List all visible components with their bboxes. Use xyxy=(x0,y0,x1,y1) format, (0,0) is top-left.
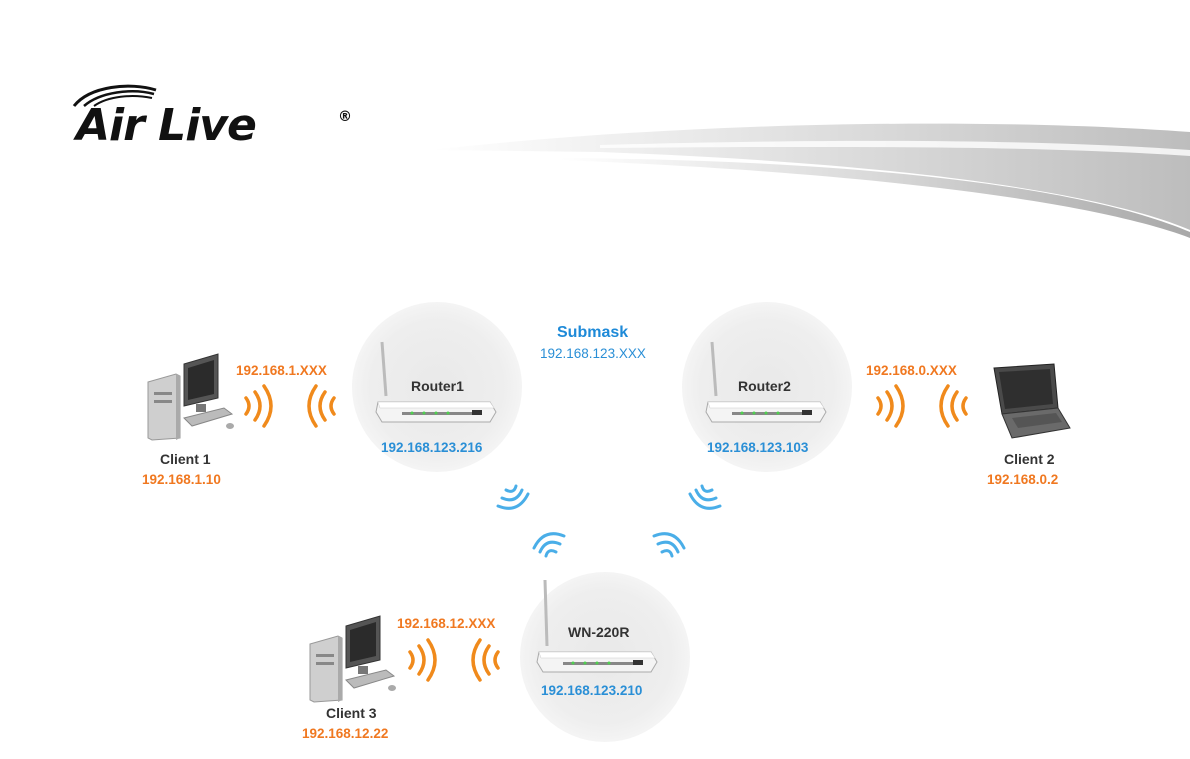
submask-title: Submask xyxy=(557,324,628,342)
client3-wave-right-icon xyxy=(410,640,435,680)
client1-name: Client 1 xyxy=(160,451,211,467)
link-router1-down-wave-icon xyxy=(498,486,528,508)
client2-subnet: 192.168.0.XXX xyxy=(866,363,957,378)
client3-subnet: 192.168.12.XXX xyxy=(397,616,495,631)
client1-ip: 192.168.1.10 xyxy=(142,472,221,487)
client1-desktop-icon xyxy=(144,352,234,442)
logo-registered-mark: ® xyxy=(338,110,351,124)
client2-name: Client 2 xyxy=(1004,451,1055,467)
router2-ip: 192.168.123.103 xyxy=(707,440,808,455)
client2-laptop-icon xyxy=(982,362,1072,442)
client1-wave-left-icon xyxy=(309,386,334,426)
link-wn220r-up-left-wave-icon xyxy=(534,534,564,556)
client3-name: Client 3 xyxy=(326,705,377,721)
client2-wave-right-icon xyxy=(878,386,903,426)
router2-name: Router2 xyxy=(738,378,791,394)
airlive-logo: Air Live ® xyxy=(76,104,256,148)
link-router2-down-wave-icon xyxy=(690,486,720,508)
submask-value: 192.168.123.XXX xyxy=(540,346,646,361)
client1-wave-right-icon xyxy=(246,386,271,426)
wn220r-name: WN-220R xyxy=(568,624,629,640)
router1-ip: 192.168.123.216 xyxy=(381,440,482,455)
client3-wave-left-icon xyxy=(473,640,498,680)
client2-ip: 192.168.0.2 xyxy=(987,472,1058,487)
logo-text: Air Live xyxy=(76,100,256,151)
client3-desktop-icon xyxy=(306,614,396,704)
client1-subnet: 192.168.1.XXX xyxy=(236,363,327,378)
wn220r-ip: 192.168.123.210 xyxy=(541,683,642,698)
client3-ip: 192.168.12.22 xyxy=(302,726,388,741)
link-wn220r-up-right-wave-icon xyxy=(654,534,684,556)
router1-name: Router1 xyxy=(411,378,464,394)
client2-wave-left-icon xyxy=(941,386,966,426)
